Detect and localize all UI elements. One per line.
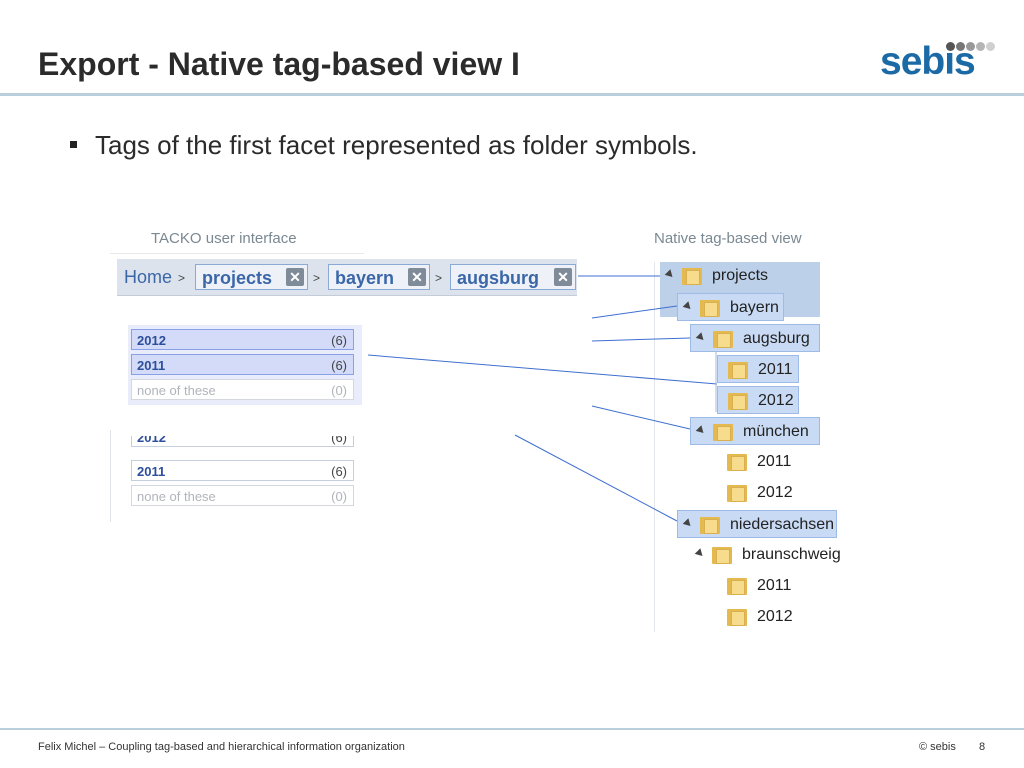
facet-count: (6): [331, 464, 347, 479]
facet-label: 2011: [137, 464, 166, 479]
logo-dot: [966, 42, 975, 51]
facet-row[interactable]: 2012 (6): [131, 436, 354, 447]
expand-arrow-icon[interactable]: [694, 548, 706, 559]
logo-dot: [986, 42, 995, 51]
expand-arrow-icon[interactable]: [695, 332, 707, 343]
facet-row[interactable]: 2011 (6): [131, 354, 354, 375]
folder-icon: [727, 452, 747, 471]
tree-node-label: 2012: [757, 484, 793, 501]
logo-dot: [946, 42, 955, 51]
close-icon[interactable]: ✕: [554, 268, 572, 286]
close-icon[interactable]: ✕: [286, 268, 304, 286]
folder-icon: [713, 329, 733, 348]
panel-border: [110, 253, 364, 254]
tree-node[interactable]: projects: [660, 262, 785, 290]
folder-icon: [712, 545, 732, 564]
caption-tacko: TACKO user interface: [151, 230, 297, 247]
tree-node-label: 2011: [757, 577, 792, 594]
logo-dot: [956, 42, 965, 51]
close-icon[interactable]: ✕: [408, 268, 426, 286]
facet-count: (6): [331, 333, 347, 348]
folder-icon: [700, 298, 720, 317]
slide-title: Export - Native tag-based view I: [38, 46, 520, 82]
breadcrumb-tag-bayern[interactable]: bayern ✕: [328, 264, 430, 290]
tree-node[interactable]: 2011: [717, 448, 799, 476]
breadcrumb-home[interactable]: Home: [124, 267, 173, 287]
tree-node-label: 2011: [758, 361, 793, 378]
facet-label: none of these: [137, 383, 216, 398]
tree-node-label: niedersachsen: [730, 516, 835, 533]
expand-arrow-icon[interactable]: [695, 425, 707, 436]
panel-border: [110, 430, 111, 522]
breadcrumb-separator: >: [435, 271, 443, 285]
facet-count: (6): [331, 436, 347, 445]
tree-node[interactable]: 2012: [717, 386, 799, 414]
tag-label: augsburg: [457, 268, 540, 288]
folder-icon: [682, 266, 702, 285]
breadcrumb-separator: >: [178, 271, 186, 285]
tree-node[interactable]: braunschweig: [690, 541, 850, 569]
tree-node[interactable]: bayern: [677, 293, 784, 321]
tree-node-label: augsburg: [743, 330, 810, 347]
tree-node-label: bayern: [730, 299, 779, 316]
facet-row[interactable]: none of these (0): [131, 485, 354, 506]
facet-row[interactable]: none of these (0): [131, 379, 354, 400]
facet-row[interactable]: 2011 (6): [131, 460, 354, 481]
footer-copyright: © sebis: [919, 741, 956, 753]
folder-icon: [727, 607, 747, 626]
expand-arrow-icon[interactable]: [664, 269, 676, 280]
page-number: 8: [979, 741, 986, 753]
tree-node[interactable]: augsburg: [690, 324, 820, 352]
tree-node[interactable]: niedersachsen: [677, 510, 837, 538]
tree-node[interactable]: münchen: [690, 417, 820, 445]
folder-icon: [728, 391, 748, 410]
tree-node-label: münchen: [743, 423, 809, 440]
footer-rule: [0, 728, 1024, 730]
tree-node-label: 2012: [758, 392, 794, 409]
facet-count: (6): [331, 358, 347, 373]
tree-node-label: braunschweig: [742, 546, 841, 563]
bullet-text: Tags of the first facet represented as f…: [95, 130, 698, 160]
facet-row[interactable]: 2012 (6): [131, 329, 354, 350]
folder-icon: [727, 576, 747, 595]
breadcrumb-tag-projects[interactable]: projects ✕: [195, 264, 308, 290]
logo-dot: [976, 42, 985, 51]
breadcrumb-separator: >: [313, 271, 321, 285]
folder-icon: [727, 483, 747, 502]
tag-label: bayern: [335, 268, 395, 288]
folder-icon: [713, 422, 733, 441]
facet-count: (0): [331, 489, 347, 504]
facet-label: 2012: [137, 436, 166, 445]
expand-arrow-icon[interactable]: [682, 301, 694, 312]
sebis-logo: sebis: [880, 40, 1000, 84]
tree-node[interactable]: 2012: [717, 479, 799, 507]
breadcrumb: Home > projects ✕ > bayern ✕ > augsburg …: [117, 259, 577, 296]
native-tree-panel: [654, 262, 858, 632]
footer-text: Felix Michel – Coupling tag-based and hi…: [38, 741, 405, 753]
bullet-point: Tags of the first facet represented as f…: [70, 132, 698, 158]
bullet-square-icon: [70, 141, 77, 148]
breadcrumb-tag-augsburg[interactable]: augsburg ✕: [450, 264, 576, 290]
facet-label: 2012: [137, 333, 166, 348]
tree-node[interactable]: 2011: [717, 355, 799, 383]
folder-icon: [728, 360, 748, 379]
tree-node[interactable]: 2011: [717, 572, 799, 600]
connector-niedersachsen: [514, 434, 678, 522]
facet-label: 2011: [137, 358, 166, 373]
facet-label: none of these: [137, 489, 216, 504]
tree-node-label: 2011: [757, 453, 792, 470]
facet-panel: 2012 (6) 2011 (6) none of these (0): [128, 436, 360, 516]
tree-node-label: projects: [712, 267, 769, 284]
tree-node[interactable]: 2012: [717, 603, 799, 631]
facet-count: (0): [331, 383, 347, 398]
tree-node-label: 2012: [757, 608, 793, 625]
facet-panel-highlighted: 2012 (6) 2011 (6) none of these (0): [128, 325, 362, 405]
tag-label: projects: [202, 268, 273, 288]
expand-arrow-icon[interactable]: [682, 518, 694, 529]
title-rule: [0, 93, 1024, 96]
folder-icon: [700, 515, 720, 534]
caption-native-view: Native tag-based view: [654, 230, 802, 247]
